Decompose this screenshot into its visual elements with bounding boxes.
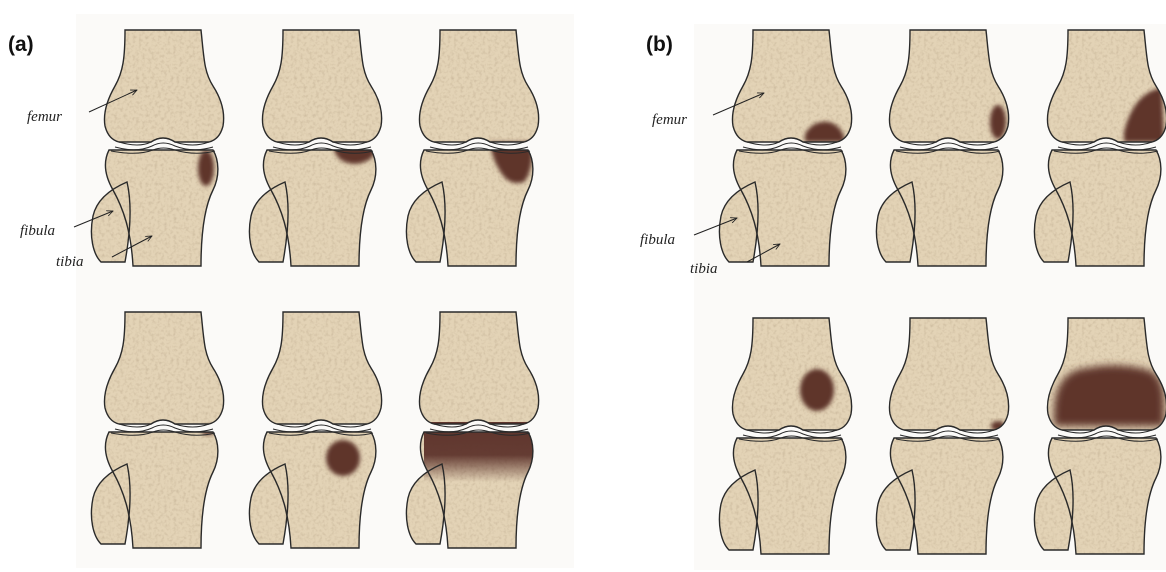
panel-a-label: (a) [8, 33, 34, 56]
femur-label: femur [27, 109, 62, 125]
lesion-marker [800, 369, 834, 411]
lesion-marker [198, 150, 214, 186]
lesion-marker [1054, 365, 1164, 426]
lesion-marker [990, 105, 1006, 139]
tibia-label: tibia [56, 254, 84, 270]
fibula-label: fibula [20, 223, 55, 239]
fibula-label: fibula [640, 232, 675, 248]
tibia-label: tibia [690, 261, 718, 277]
panel-b-label: (b) [646, 33, 673, 56]
femur-label: femur [652, 112, 687, 128]
lesion-marker [326, 440, 360, 476]
